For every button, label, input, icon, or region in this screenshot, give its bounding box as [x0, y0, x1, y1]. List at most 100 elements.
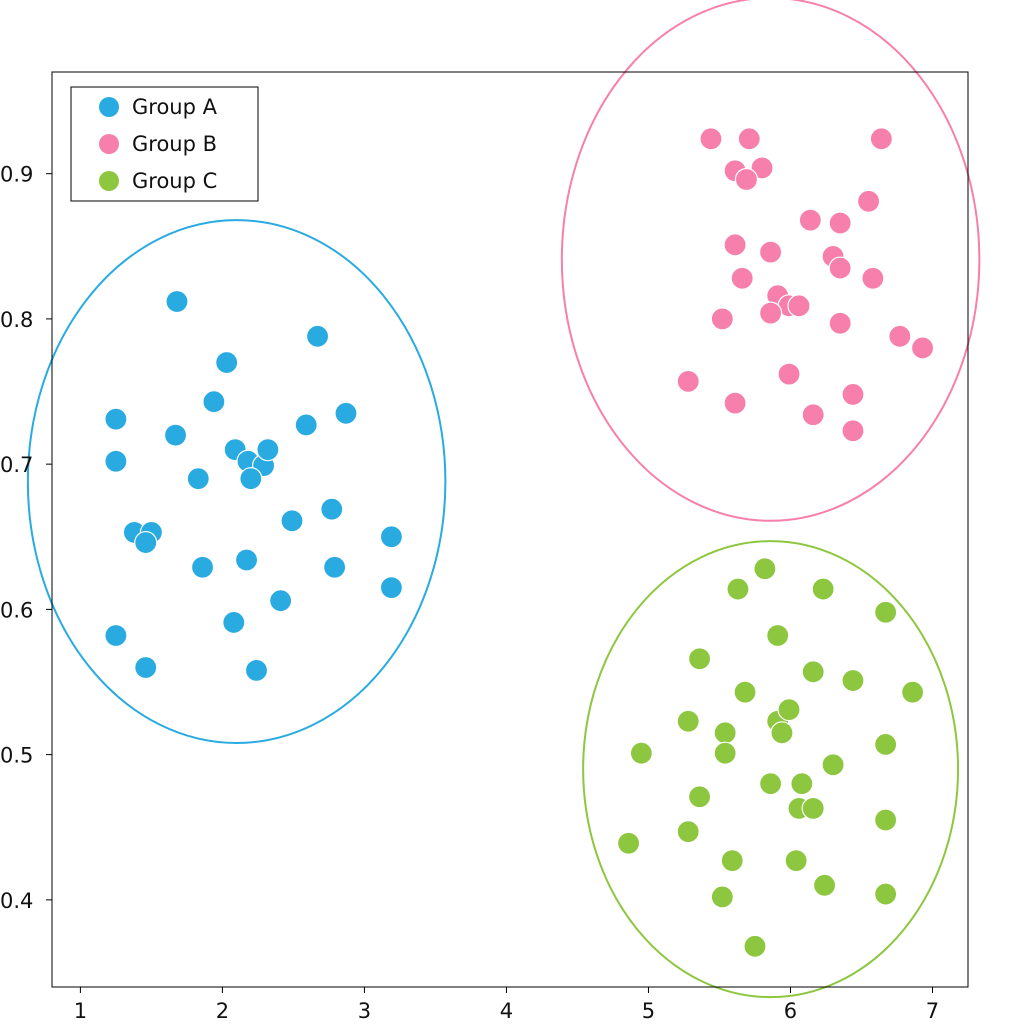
data-point-group-c [812, 873, 837, 897]
data-point-group-c [733, 680, 757, 704]
data-point-group-b [798, 208, 822, 232]
data-point-group-b [828, 311, 852, 335]
data-point-group-a [215, 350, 239, 375]
x-tick-label: 1 [74, 999, 87, 1023]
data-point-group-c [758, 772, 783, 796]
data-point-group-c [770, 721, 794, 745]
data-point-group-b [856, 189, 881, 213]
data-point-group-a [294, 413, 318, 437]
data-point-group-a [379, 575, 404, 600]
cluster-ellipse-group-c [582, 540, 960, 999]
data-point-group-b [841, 419, 865, 443]
data-point-group-a [104, 407, 128, 431]
x-tick-label: 2 [216, 999, 229, 1023]
data-point-group-c [874, 882, 898, 906]
data-point-group-a [323, 555, 347, 579]
x-tick-label: 4 [500, 999, 513, 1023]
data-point-group-c [790, 772, 814, 796]
data-point-group-c [687, 785, 712, 809]
data-point-group-b [777, 362, 801, 386]
x-tick-label: 6 [784, 999, 797, 1023]
y-axis-ticks: 0.4 0.5 0.6 0.7 0.8 0.9 [0, 163, 52, 913]
cluster-ellipse-group-a [26, 219, 447, 744]
data-point-group-c [801, 796, 825, 820]
y-tick-label: 0.9 [0, 163, 33, 187]
data-point-group-c [676, 819, 700, 844]
legend: Group A Group B Group C [70, 86, 259, 202]
data-point-group-c [811, 577, 835, 601]
cluster-ellipse-group-b [560, 0, 981, 522]
data-point-group-c [766, 623, 790, 648]
data-point-group-c [753, 557, 777, 581]
data-point-group-c [720, 849, 744, 873]
data-point-group-a [256, 438, 280, 462]
data-point-group-a [186, 467, 210, 491]
data-point-group-a [202, 390, 226, 414]
data-point-group-b [801, 403, 825, 427]
data-points [104, 127, 935, 958]
data-point-group-c [801, 660, 825, 684]
data-point-group-b [750, 156, 774, 180]
data-point-group-b [841, 382, 865, 407]
data-point-group-c [616, 831, 641, 855]
data-point-group-b [758, 301, 783, 325]
data-point-group-a [190, 555, 215, 579]
data-point-group-c [726, 577, 750, 601]
y-tick-label: 0.6 [0, 598, 33, 622]
data-point-group-a [320, 497, 344, 521]
data-point-group-b [758, 240, 783, 264]
data-point-group-c [687, 647, 712, 671]
x-tick-label: 3 [358, 999, 371, 1023]
data-point-group-c [710, 885, 734, 909]
data-point-group-c [784, 849, 808, 873]
data-point-group-a [104, 623, 128, 648]
data-point-group-c [777, 697, 801, 722]
data-point-group-c [874, 732, 898, 757]
y-tick-label: 0.5 [0, 744, 33, 768]
data-point-group-a [163, 423, 188, 447]
data-point-group-b [730, 266, 754, 290]
plot-frame [51, 71, 969, 988]
data-point-group-a [305, 324, 330, 348]
data-point-group-c [841, 668, 865, 693]
data-point-group-b [787, 294, 811, 318]
y-tick-label: 0.8 [0, 308, 33, 332]
legend-label-group-c: Group C [132, 169, 217, 193]
data-point-group-a [280, 509, 304, 533]
data-point-group-a [134, 530, 158, 555]
data-point-group-c [676, 709, 700, 733]
data-point-group-b [723, 233, 747, 257]
data-point-group-c [874, 600, 898, 624]
data-point-group-a [222, 610, 246, 635]
data-point-group-c [821, 753, 845, 777]
data-point-group-b [676, 369, 700, 393]
data-point-group-a [234, 548, 259, 572]
data-point-group-b [888, 324, 912, 348]
data-point-group-b [734, 167, 759, 192]
data-point-group-b [861, 266, 885, 290]
data-point-group-b [828, 256, 852, 280]
data-point-group-b [869, 127, 893, 151]
y-tick-label: 0.4 [0, 889, 33, 913]
data-point-group-a [134, 655, 158, 680]
legend-marker-group-a [99, 97, 119, 117]
data-point-group-b [910, 336, 935, 360]
y-tick-label: 0.7 [0, 453, 33, 477]
legend-marker-group-b [99, 134, 119, 154]
data-point-group-c [713, 721, 737, 745]
data-point-group-c [743, 934, 767, 958]
data-point-group-c [713, 741, 737, 765]
data-point-group-a [269, 589, 293, 613]
data-point-group-c [901, 680, 925, 704]
data-point-group-b [737, 127, 761, 151]
data-point-group-b [699, 127, 723, 151]
legend-marker-group-c [99, 171, 119, 191]
data-point-group-b [723, 391, 747, 415]
data-point-group-a [244, 658, 269, 682]
x-tick-label: 5 [642, 999, 655, 1023]
data-point-group-a [104, 449, 128, 473]
data-point-group-a [165, 289, 189, 314]
data-point-group-c [874, 808, 898, 832]
